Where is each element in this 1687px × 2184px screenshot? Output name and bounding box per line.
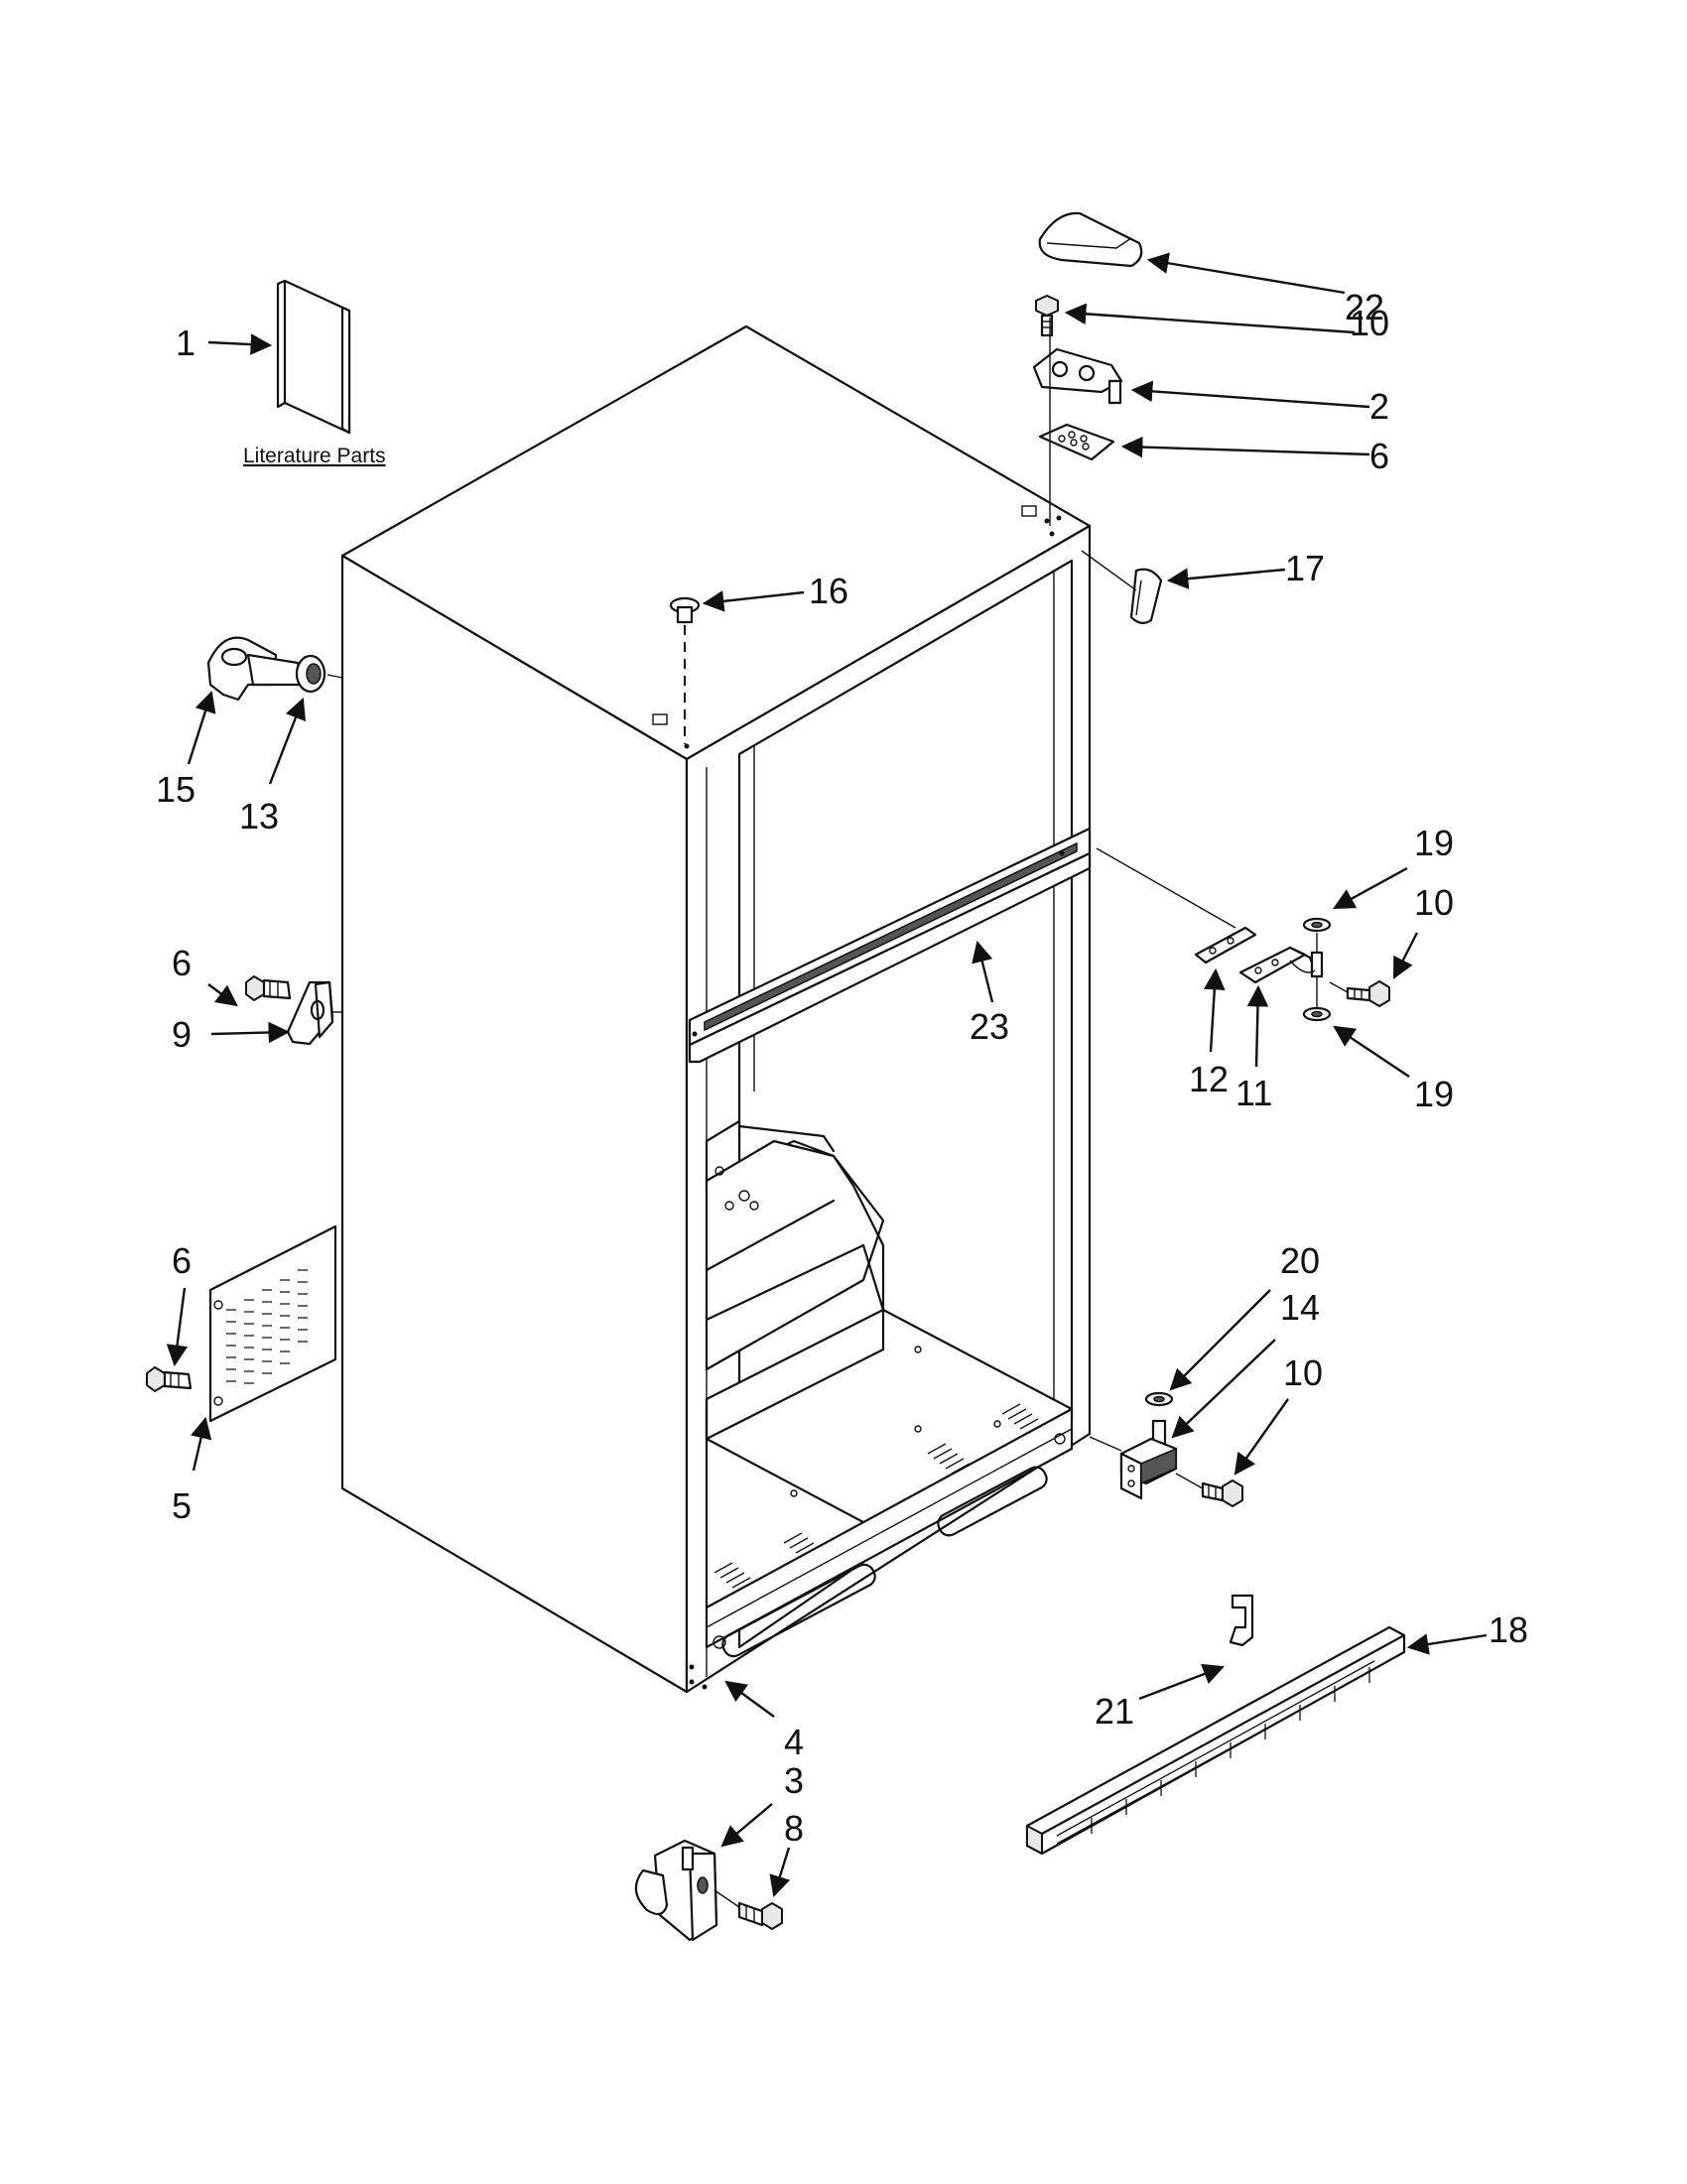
mid-hinge-shim xyxy=(1194,926,1257,964)
toe-grille-clip xyxy=(1229,1594,1254,1647)
mid-hinge-screw xyxy=(1329,980,1390,1007)
literature-parts-label: Literature Parts xyxy=(243,445,386,467)
mid-hinge-washer-top xyxy=(1302,917,1332,933)
callout-10-bottom: 10 xyxy=(1283,1352,1323,1393)
callout-14: 14 xyxy=(1280,1287,1320,1328)
rear-access-panel xyxy=(208,1224,337,1423)
callout-3: 3 xyxy=(784,1760,804,1801)
callout-4: 4 xyxy=(784,1722,804,1762)
bottom-hinge-screw xyxy=(1201,1479,1243,1507)
callout-6-panel-screw: 6 xyxy=(172,1240,192,1281)
callout-10-top: 10 xyxy=(1350,303,1389,343)
callout-11: 11 xyxy=(1235,1073,1272,1113)
cabinet xyxy=(340,324,1092,1694)
top-plug-button xyxy=(669,596,701,624)
toe-grille-slots xyxy=(1056,1660,1375,1845)
callout-23: 23 xyxy=(970,1006,1009,1047)
callout-5: 5 xyxy=(172,1485,192,1526)
callout-22: 22 xyxy=(1345,287,1384,327)
toe-grille xyxy=(1025,1625,1406,1856)
hinge-shim xyxy=(1038,423,1115,461)
callout-21: 21 xyxy=(1095,1691,1134,1732)
side-bracket xyxy=(286,980,342,1046)
callout-17: 17 xyxy=(1285,548,1325,588)
callout-1: 1 xyxy=(176,322,195,363)
bottom-hinge-pin-bracket xyxy=(1119,1419,1178,1500)
callout-18: 18 xyxy=(1489,1609,1528,1650)
bottom-hinge-washer xyxy=(1144,1391,1174,1407)
literature-parts-book: Literature Parts xyxy=(243,279,386,467)
callout-6-hinge-shim: 6 xyxy=(1369,436,1389,476)
hinge-screw-top xyxy=(1035,295,1059,337)
callout-19-top: 19 xyxy=(1414,823,1454,863)
hinge-cover xyxy=(1038,211,1143,268)
callout-19-bottom: 19 xyxy=(1414,1074,1454,1114)
top-hinge xyxy=(1032,347,1123,405)
hinge-pin-cover xyxy=(1129,568,1163,624)
leveling-leg-bracket xyxy=(634,1839,740,1942)
callout-13: 13 xyxy=(239,796,279,836)
callout-2: 2 xyxy=(1369,386,1389,427)
door-stop-bushing xyxy=(295,654,326,694)
door-stop-bracket xyxy=(206,636,305,702)
side-screw xyxy=(245,975,292,1001)
center-mullion-bar xyxy=(688,827,1092,1064)
leveling-leg-screw xyxy=(737,1901,783,1930)
mid-hinge-washer-bottom xyxy=(1302,1006,1332,1022)
callout-16: 16 xyxy=(809,571,848,611)
callout-8: 8 xyxy=(784,1808,804,1849)
callout-10-mid: 10 xyxy=(1414,882,1454,923)
panel-screw xyxy=(146,1366,193,1392)
callout-12: 12 xyxy=(1189,1059,1229,1099)
callout-15: 15 xyxy=(156,769,195,810)
panel-vents xyxy=(226,1269,308,1384)
callout-9: 9 xyxy=(172,1014,192,1055)
mid-hinge xyxy=(1238,946,1324,984)
callout-20: 20 xyxy=(1280,1240,1320,1281)
callout-6-side-screw: 6 xyxy=(172,943,192,983)
